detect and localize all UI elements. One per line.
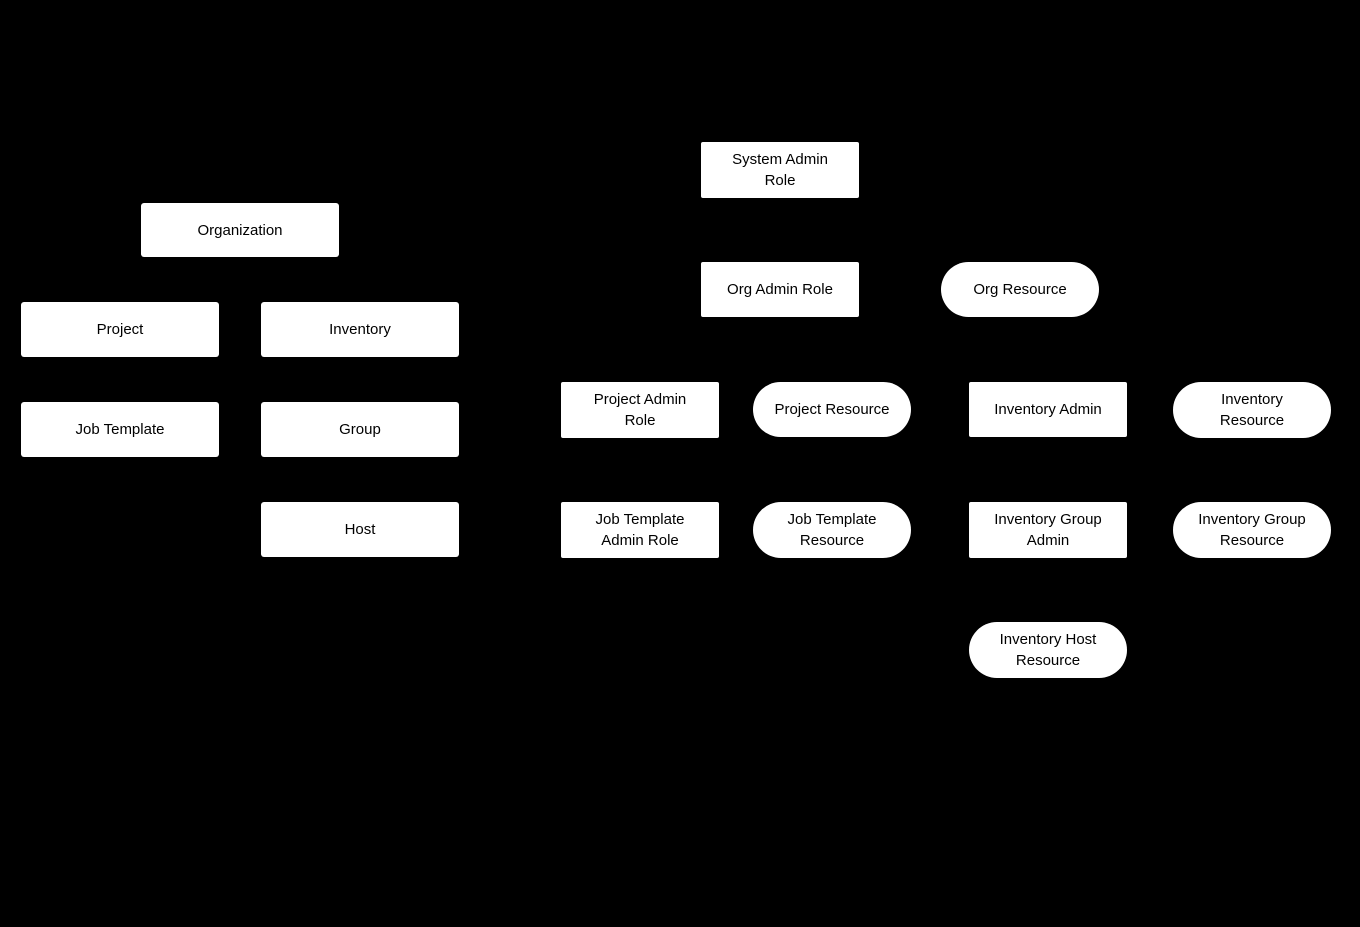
node-job-template-resource-label: Job Template Resource bbox=[787, 511, 877, 549]
node-project-admin-role: Project Admin Role bbox=[561, 382, 719, 438]
node-inventory-host-resource: Inventory Host Resource bbox=[969, 622, 1127, 678]
node-org-admin-role: Org Admin Role bbox=[701, 262, 859, 317]
node-inventory-admin: Inventory Admin bbox=[969, 382, 1127, 437]
node-job-template-admin-role-label: Job Template Admin Role bbox=[595, 511, 685, 549]
node-inventory-admin-label: Inventory Admin bbox=[994, 401, 1102, 418]
node-org-admin-role-label: Org Admin Role bbox=[727, 281, 833, 298]
node-inventory-group-admin: Inventory Group Admin bbox=[969, 502, 1127, 558]
node-group-label: Group bbox=[339, 421, 381, 438]
node-organization-label: Organization bbox=[197, 221, 283, 239]
node-host: Host bbox=[261, 502, 459, 557]
node-project: Project bbox=[21, 302, 219, 357]
node-inventory-resource-label: Inventory Resource bbox=[1219, 391, 1285, 429]
node-inventory-group-resource-label: Inventory Group Resource bbox=[1198, 511, 1306, 549]
node-inventory-host-resource-label: Inventory Host Resource bbox=[999, 631, 1097, 669]
node-job-template-label: Job Template bbox=[75, 421, 165, 438]
node-org-resource: Org Resource bbox=[941, 262, 1099, 317]
node-inventory-label: Inventory bbox=[329, 321, 391, 338]
node-project-resource-label: Project Resource bbox=[774, 401, 890, 418]
node-system-admin-role-label: System Admin Role bbox=[732, 151, 828, 189]
node-org-resource-label: Org Resource bbox=[973, 281, 1067, 298]
node-inventory-group-admin-label: Inventory Group Admin bbox=[994, 511, 1102, 549]
node-host-label: Host bbox=[344, 521, 376, 538]
node-group: Group bbox=[261, 402, 459, 457]
node-system-admin-role: System Admin Role bbox=[701, 142, 859, 198]
node-job-template-resource: Job Template Resource bbox=[753, 502, 911, 558]
node-inventory: Inventory bbox=[261, 302, 459, 357]
node-inventory-resource: Inventory Resource bbox=[1173, 382, 1331, 438]
node-inventory-group-resource: Inventory Group Resource bbox=[1173, 502, 1331, 558]
node-organization: Organization bbox=[141, 203, 339, 257]
node-project-admin-role-label: Project Admin Role bbox=[593, 391, 687, 429]
node-job-template: Job Template bbox=[21, 402, 219, 457]
node-project-resource: Project Resource bbox=[753, 382, 911, 437]
node-job-template-admin-role: Job Template Admin Role bbox=[561, 502, 719, 558]
node-project-label: Project bbox=[96, 321, 144, 338]
